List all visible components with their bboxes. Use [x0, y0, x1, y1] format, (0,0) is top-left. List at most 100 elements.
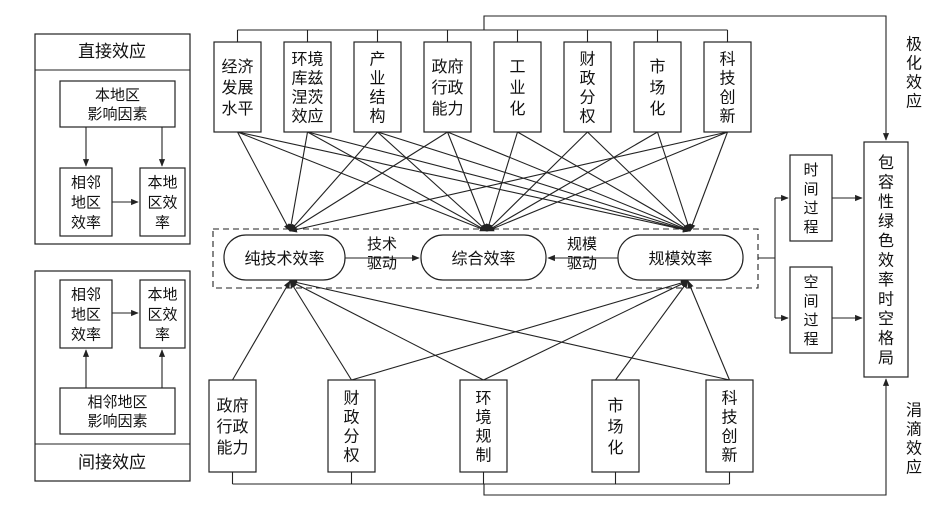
influence-arrow	[307, 131, 691, 233]
top-factor-label: 环境	[291, 49, 323, 68]
indirect-neighbor-factors-label: 影响因素	[87, 412, 147, 430]
top-factor-label: 经济	[221, 57, 253, 76]
influence-arrow	[483, 280, 689, 381]
influence-arrow	[289, 279, 730, 381]
indirect-neighbor-factors-label: 相邻地区	[87, 393, 147, 411]
trickle-down-label: 效	[906, 438, 922, 457]
time-process-label: 时	[803, 161, 818, 179]
top-factor-label: 科	[719, 49, 735, 68]
overall-efficiency: 综合效率	[451, 249, 515, 268]
top-factor-label: 分	[579, 87, 595, 106]
space-process-label: 过	[803, 311, 818, 329]
scale-drive-label: 驱动	[567, 254, 597, 272]
top-factor-label: 库兹	[291, 68, 323, 87]
top-factor-label: 化	[649, 99, 665, 118]
influence-arrow	[517, 131, 691, 232]
influence-arrow	[237, 131, 691, 233]
influence-arrow	[587, 131, 691, 232]
bottom-factor-label: 分	[343, 426, 359, 445]
influence-arrow	[486, 131, 658, 232]
top-factor-box: 市场化	[633, 41, 682, 133]
bottom-factor-label: 政	[343, 407, 359, 426]
influence-arrow	[289, 131, 378, 232]
top-factor-label: 化	[509, 99, 525, 118]
time-process-label: 过	[803, 199, 818, 217]
trickle-down-label: 应	[906, 457, 922, 476]
top-factor-label: 涅茨	[291, 87, 323, 106]
influence-arrow	[486, 131, 728, 232]
influence-arrow	[447, 131, 691, 232]
bottom-factor-label: 能力	[216, 438, 248, 457]
top-factor-label: 效应	[291, 106, 323, 125]
bottom-factor-label: 场	[607, 417, 623, 436]
polarization-label: 应	[906, 91, 922, 110]
result-label: 格	[878, 328, 894, 347]
influence-arrow	[687, 280, 731, 381]
top-factor-label: 业	[369, 68, 385, 87]
direct-neighbor-efficiency-label: 地区	[71, 193, 101, 211]
top-factor-label: 技	[719, 68, 735, 87]
influence-arrow	[289, 280, 352, 381]
space-process-label: 程	[803, 330, 818, 348]
bottom-factor-label: 技	[721, 407, 737, 426]
trickle-down-label: 滴	[906, 419, 922, 438]
direct-local-efficiency-label: 区效	[147, 193, 177, 211]
top-factor-label: 权	[579, 106, 595, 125]
top-factor-label: 财	[579, 49, 595, 68]
bottom-factor-brace	[231, 472, 731, 485]
top-factor-brace	[236, 29, 729, 42]
bottom-factor-label: 财	[343, 388, 359, 407]
direct-effect-title: 直接效应	[78, 42, 146, 62]
top-factor-label: 结	[369, 87, 385, 106]
result-label: 效	[878, 250, 894, 269]
top-factor-label: 构	[369, 106, 385, 125]
top-factor-label: 发展	[221, 78, 253, 97]
influence-arrow	[486, 131, 588, 232]
bottom-factor-label: 化	[607, 438, 623, 457]
indirect-local-efficiency-label: 率	[155, 325, 170, 343]
influence-arrow	[288, 131, 309, 232]
time-process-label: 程	[803, 218, 818, 236]
top-factor-label: 政	[579, 68, 595, 87]
influence-arrow	[689, 131, 729, 232]
result-label: 局	[878, 348, 894, 367]
space-process-label: 空	[803, 273, 818, 291]
result-label: 率	[878, 270, 894, 289]
influence-arrow	[377, 131, 488, 232]
influence-arrow	[377, 131, 691, 232]
scale-drive-label: 规模	[567, 235, 597, 253]
top-factor-label: 业	[509, 78, 525, 97]
result-label: 时	[878, 289, 894, 308]
bottom-factor-label: 创	[721, 426, 737, 445]
top-factor-label: 行政	[431, 78, 463, 97]
influence-arrow	[307, 131, 488, 232]
result-label: 空	[878, 309, 894, 328]
influence-arrow	[237, 131, 291, 232]
factor-influence-arrows	[232, 131, 731, 381]
direct-neighbor-efficiency-label: 效率	[71, 213, 101, 231]
bottom-factor-label: 科	[721, 388, 737, 407]
influence-arrow	[656, 131, 691, 232]
space-process-label: 间	[803, 292, 818, 310]
